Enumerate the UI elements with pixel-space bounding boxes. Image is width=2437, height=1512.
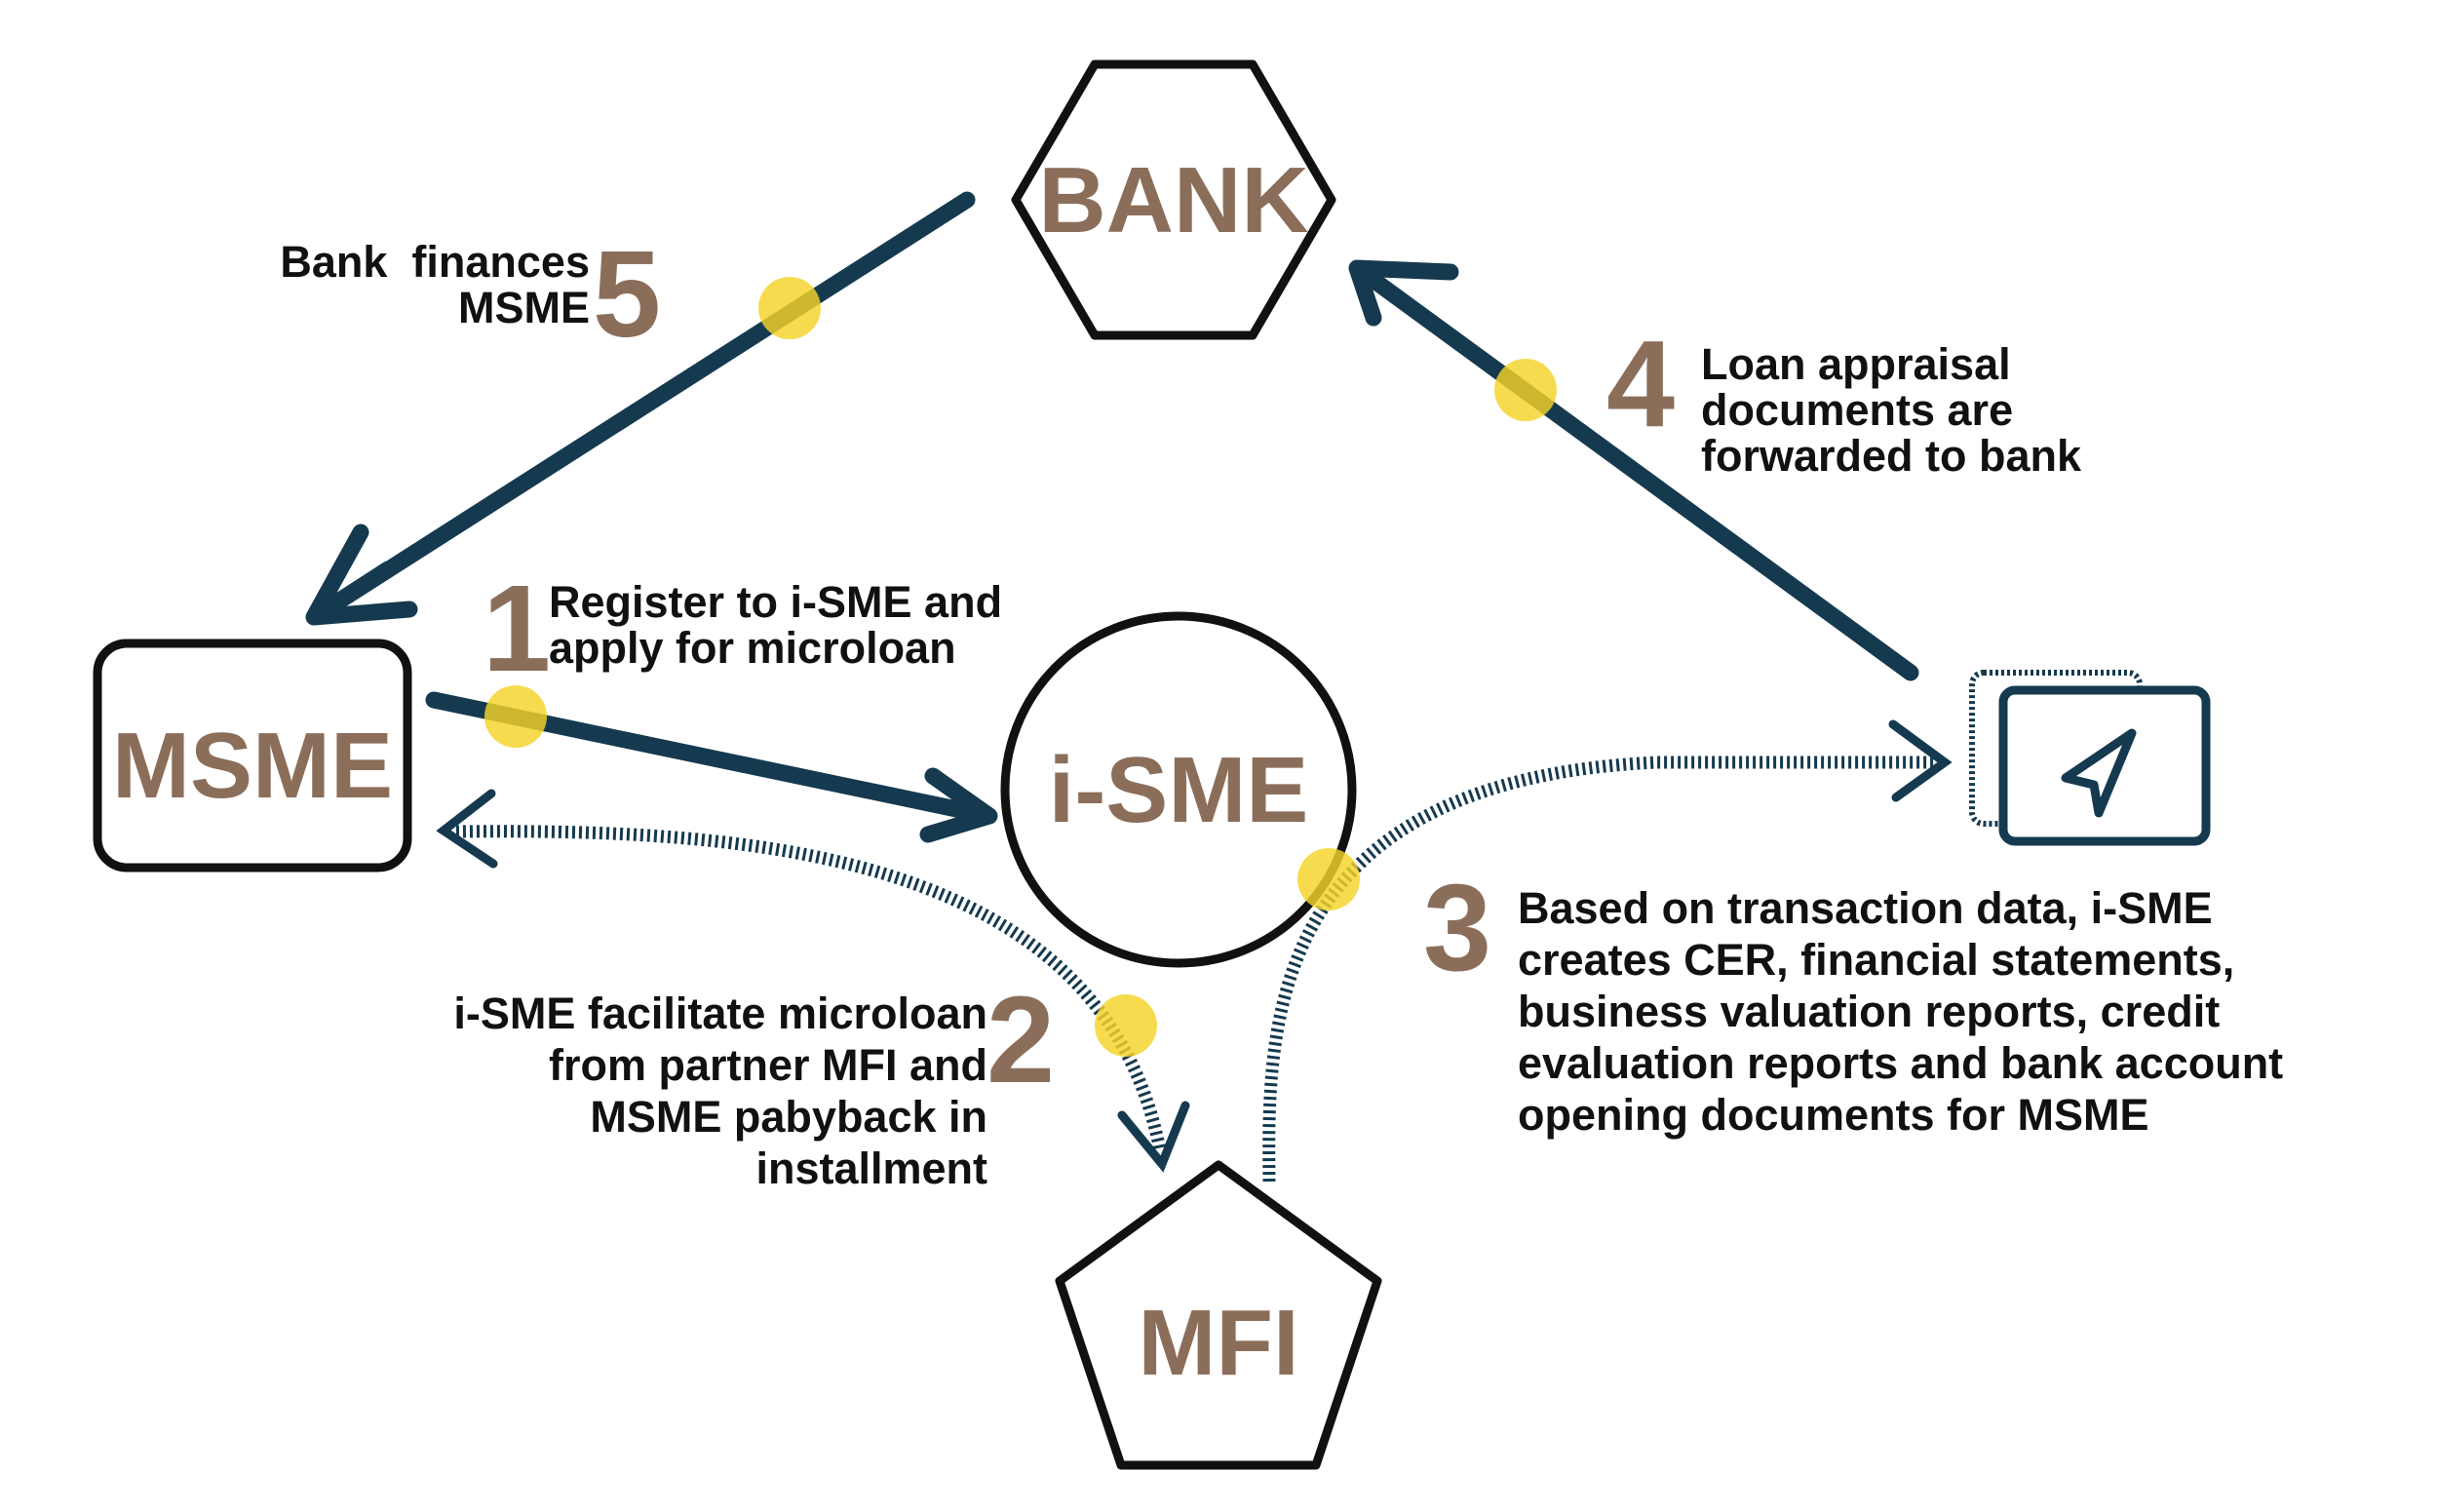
step-1-line-1: Register to i-SME and [549, 577, 1002, 627]
step-number-2: 2 [986, 971, 1055, 1108]
step-4-line-1: Loan appraisal [1701, 339, 2011, 389]
arrowhead-isme [919, 767, 998, 843]
arrow-device-to-bank [1351, 261, 1919, 681]
marker-step-2 [1095, 994, 1157, 1057]
node-bank: BANK [1011, 59, 1336, 340]
step-2-line-1: i-SME facilitate microloan [453, 989, 987, 1038]
step-1-description: Register to i-SME and apply for microloa… [549, 577, 1002, 673]
step-4-line-3: forwarded to bank [1701, 431, 2082, 481]
node-isme: i-SME [1000, 611, 1357, 968]
marker-step-5 [758, 277, 821, 339]
mfi-label: MFI [1138, 1291, 1298, 1395]
mfi-pentagon [1055, 1160, 1382, 1470]
step-number-4: 4 [1606, 315, 1675, 452]
step-3-line-2: creates CER, financial statements, [1518, 935, 2234, 985]
step-numbers: 5 4 1 2 3 [483, 225, 1675, 1108]
step-5-line-2: MSME [458, 283, 590, 332]
arrowhead-msme [305, 523, 418, 626]
step-3-line-4: evaluation reports and bank account [1518, 1038, 2283, 1088]
step-2-line-4: installment [755, 1144, 987, 1193]
dotted-arrowhead-mfi [1117, 1101, 1190, 1173]
arrow-bank-to-msme [313, 191, 976, 621]
arrowhead-bank [1348, 259, 1459, 327]
highlight-markers [484, 277, 1557, 1057]
step-number-5: 5 [593, 225, 661, 363]
node-mfi: MFI [1055, 1160, 1382, 1470]
dotted-path-mfi-device [1262, 756, 1935, 1182]
step-3-description: Based on transaction data, i-SME creates… [1518, 883, 2283, 1140]
marker-step-4 [1494, 359, 1557, 421]
send-navigation-icon [2061, 728, 2137, 818]
step-5-description: Bank finances MSME [280, 237, 590, 332]
isme-circle [1000, 611, 1357, 968]
step-2-line-2: from partner MFI and [549, 1040, 987, 1090]
step-3-line-5: opening documents for MSME [1518, 1090, 2149, 1140]
msme-label: MSME [112, 714, 393, 818]
device-node [1969, 670, 2211, 846]
arrow-head-msme [313, 561, 397, 621]
isme-label: i-SME [1049, 738, 1309, 842]
dotted-arrowhead-msme [436, 789, 498, 869]
step-number-3: 3 [1423, 859, 1491, 996]
marker-step-1 [484, 685, 547, 748]
msme-box [93, 639, 412, 872]
dotted-arrowhead-device [1888, 719, 1953, 802]
step-4-line-2: documents are [1701, 385, 2013, 435]
step-2-line-3: MSME pabyback in [590, 1092, 987, 1142]
dotted-flow-arrows [436, 719, 1953, 1182]
marker-step-3 [1297, 848, 1360, 911]
step-2-description: i-SME facilitate microloan from partner … [453, 989, 987, 1193]
step-3-line-3: business valuation reports, credit [1518, 987, 2220, 1036]
step-1-line-2: apply for microloan [549, 623, 956, 673]
step-3-line-1: Based on transaction data, i-SME [1518, 883, 2213, 933]
step-5-line-1: Bank finances [280, 237, 590, 287]
bank-hexagon [1011, 59, 1336, 340]
step-4-description: Loan appraisal documents are forwarded t… [1701, 339, 2082, 481]
node-msme: MSME [93, 639, 412, 872]
step-number-1: 1 [483, 560, 551, 697]
bank-label: BANK [1038, 148, 1308, 252]
device-frame [1998, 685, 2211, 846]
